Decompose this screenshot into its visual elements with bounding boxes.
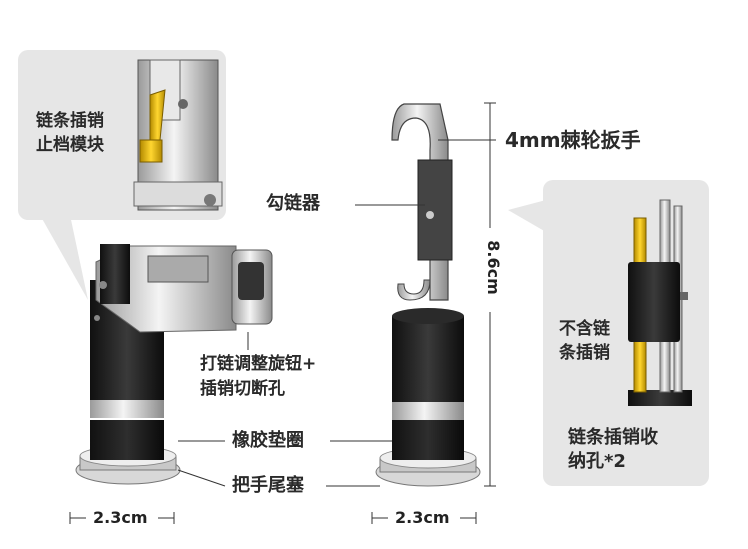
label-ratchet-wrench: 4mm棘轮扳手	[505, 128, 641, 152]
callout-right-bottom-line1: 链条插销收	[568, 427, 658, 448]
dimension-width-left: 2.3cm	[93, 508, 148, 527]
callout-right-inner-line1: 不含链	[559, 319, 610, 339]
label-adjust-knob-line1: 打链调整旋钮+	[200, 354, 317, 374]
label-chain-hook: 勾链器	[266, 193, 320, 214]
callout-right-bottom-line2: 纳孔*2	[568, 451, 626, 472]
dimension-width-right: 2.3cm	[395, 508, 450, 527]
label-adjust-knob-line2: 插销切断孔	[200, 379, 285, 399]
label-rubber-ring: 橡胶垫圈	[232, 430, 304, 451]
callout-left-line2: 止档模块	[36, 135, 104, 155]
callout-left-line1: 链条插销	[36, 111, 104, 131]
callout-right-inner-line2: 条插销	[559, 343, 610, 363]
label-end-plug: 把手尾塞	[232, 475, 304, 496]
dimension-height: 8.6cm	[483, 240, 503, 295]
